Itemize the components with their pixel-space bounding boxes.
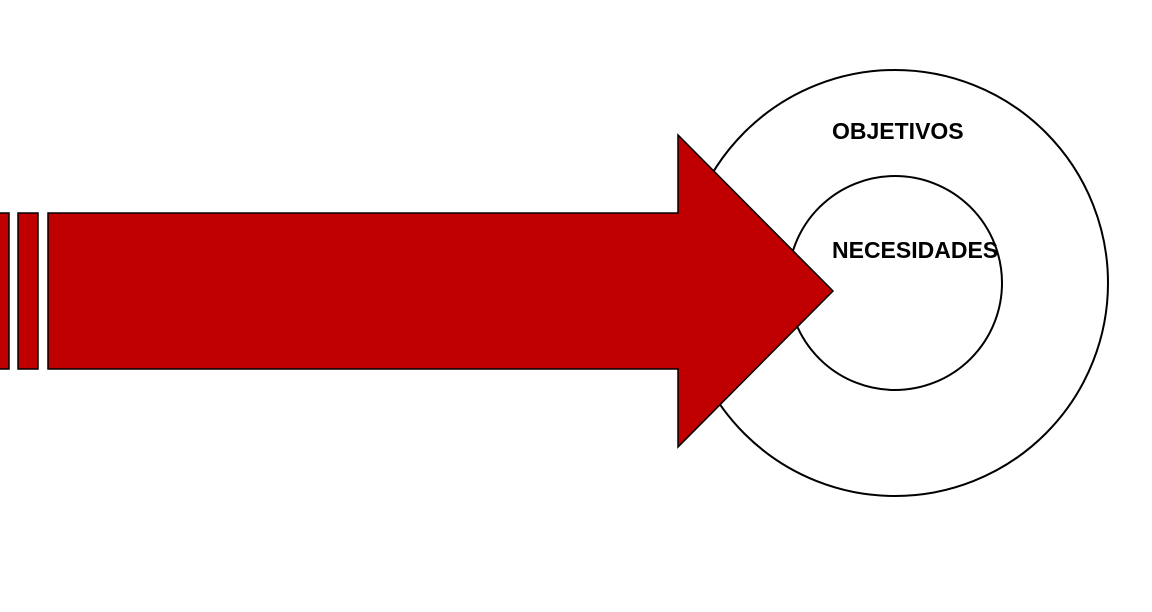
arrow-group (0, 133, 835, 449)
arrow-stripe-1 (0, 212, 10, 370)
arrow-body (47, 133, 835, 449)
arrow-stripe-2 (17, 212, 39, 370)
target-rings (681, 69, 1109, 497)
label-objetivos: OBJETIVOS (832, 118, 964, 144)
label-necesidades: NECESIDADES (832, 237, 998, 263)
